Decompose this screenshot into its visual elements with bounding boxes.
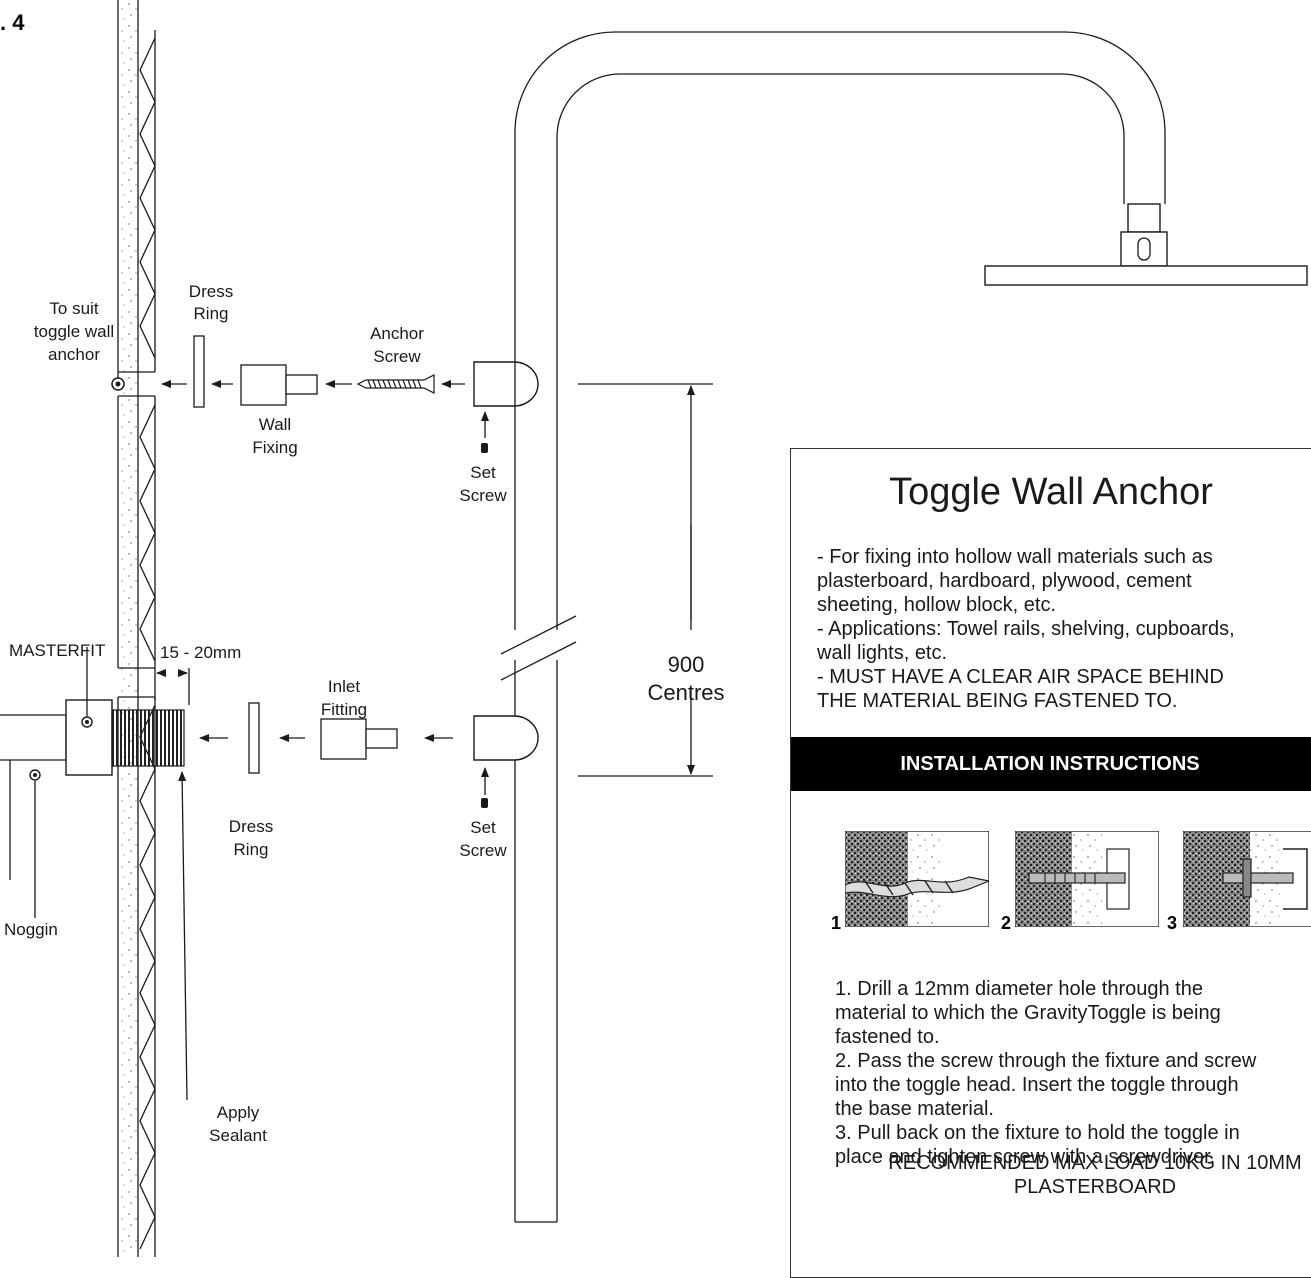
bottom-assembly (0, 647, 539, 1101)
shower-head-plate (984, 265, 1308, 286)
wall-bracket-bottom (473, 715, 539, 761)
step-line: 1. Drill a 12mm diameter hole through th… (835, 978, 1203, 1000)
desc-line: - MUST HAVE A CLEAR AIR SPACE BEHIND (817, 666, 1224, 688)
centres-dimension (578, 383, 713, 777)
masterfit-label: MASTERFIT (9, 641, 105, 660)
step-line: fastened to. (835, 1026, 940, 1048)
svg-text:Ring: Ring (234, 840, 269, 859)
set-screw-bottom-label: Set (470, 818, 496, 837)
desc-line: - For fixing into hollow wall materials … (817, 546, 1213, 568)
step-number: 3 (1167, 913, 1178, 933)
stud-zigzag-mid (139, 404, 156, 662)
svg-text:Screw: Screw (459, 486, 507, 505)
stud-zigzag-bot (139, 704, 156, 1250)
step-line: 2. Pass the screw through the fixture an… (835, 1050, 1257, 1072)
step-line: 3. Pull back on the fixture to hold the … (835, 1122, 1240, 1144)
step-3-image (1183, 831, 1311, 927)
svg-text:Fixing: Fixing (252, 438, 297, 457)
inlet-fitting-label: Inlet (328, 677, 360, 696)
desc-line: wall lights, etc. (817, 642, 948, 664)
noggin-label: Noggin (4, 920, 58, 939)
svg-text:Fitting: Fitting (321, 700, 367, 719)
dress-ring-bottom (248, 702, 260, 774)
wall-fixing-label: Wall (259, 415, 291, 434)
step-line: place and tighten screw with a screwdriv… (835, 1146, 1216, 1168)
dress-ring-top-label: Dress (189, 282, 233, 301)
centres-value: 900 (668, 652, 705, 677)
step-line: the base material. (835, 1098, 994, 1120)
desc-line: plasterboard, hardboard, plywood, cement (817, 570, 1192, 592)
gap-dimension-label: 15 - 20mm (160, 643, 241, 662)
apply-sealant-label: Apply (217, 1103, 260, 1122)
dress-ring-top (193, 335, 205, 408)
desc-line: THE MATERIAL BEING FASTENED TO. (817, 690, 1178, 712)
desc-line: sheeting, hollow block, etc. (817, 594, 1057, 616)
to-suit-label: To suit (49, 299, 98, 318)
anchor-screw-label: Anchor (370, 324, 424, 343)
wall-bracket-top (473, 361, 539, 407)
set-screw-top (481, 443, 488, 453)
threaded-outlet (111, 709, 185, 767)
max-load-note: RECOMMENDED MAX LOAD 10KG IN 10MM PLASTE… (888, 1152, 1302, 1198)
svg-text:Screw: Screw (459, 841, 507, 860)
toggle-anchor-info-panel: Toggle Wall Anchor - For fixing into hol… (790, 448, 1311, 1278)
wall-section (117, 0, 156, 1257)
svg-text:Sealant: Sealant (209, 1126, 267, 1145)
set-screw-top-label: Set (470, 463, 496, 482)
svg-text:Ring: Ring (194, 304, 229, 323)
svg-text:anchor: anchor (48, 345, 100, 364)
step-number: 2 (1001, 913, 1012, 933)
set-screw-bottom (481, 798, 488, 808)
top-assembly (161, 335, 539, 453)
panel-description: - For fixing into hollow wall materials … (817, 545, 1311, 713)
step-line: material to which the GravityToggle is b… (835, 1002, 1221, 1024)
wall-fixing (240, 364, 287, 406)
panel-title: Toggle Wall Anchor (889, 471, 1213, 513)
anchor-screw (356, 374, 435, 394)
masterfit-body (65, 699, 113, 776)
step-number: 1 (831, 913, 842, 933)
inlet-fitting (320, 718, 367, 760)
figure-label: . 4 (0, 10, 25, 35)
dress-ring-bottom-label: Dress (229, 817, 273, 836)
installation-steps: 1. Drill a 12mm diameter hole through th… (835, 977, 1311, 1169)
step-1-image (845, 831, 989, 927)
svg-text:toggle wall: toggle wall (34, 322, 114, 341)
desc-line: - Applications: Towel rails, shelving, c… (817, 618, 1235, 640)
plaster-layer (118, 0, 138, 1257)
step-2-image (1015, 831, 1159, 927)
svg-text:Screw: Screw (373, 347, 421, 366)
centres-label: Centres (647, 680, 724, 705)
stud-zigzag-top (139, 37, 156, 359)
riser-pipe (500, 31, 1166, 1223)
diagram-labels: To suit toggle wall anchor Dress Ring An… (4, 282, 725, 1145)
shower-head (984, 203, 1308, 286)
step-line: into the toggle head. Insert the toggle … (835, 1074, 1239, 1096)
installation-heading: INSTALLATION INSTRUCTIONS (791, 737, 1311, 791)
